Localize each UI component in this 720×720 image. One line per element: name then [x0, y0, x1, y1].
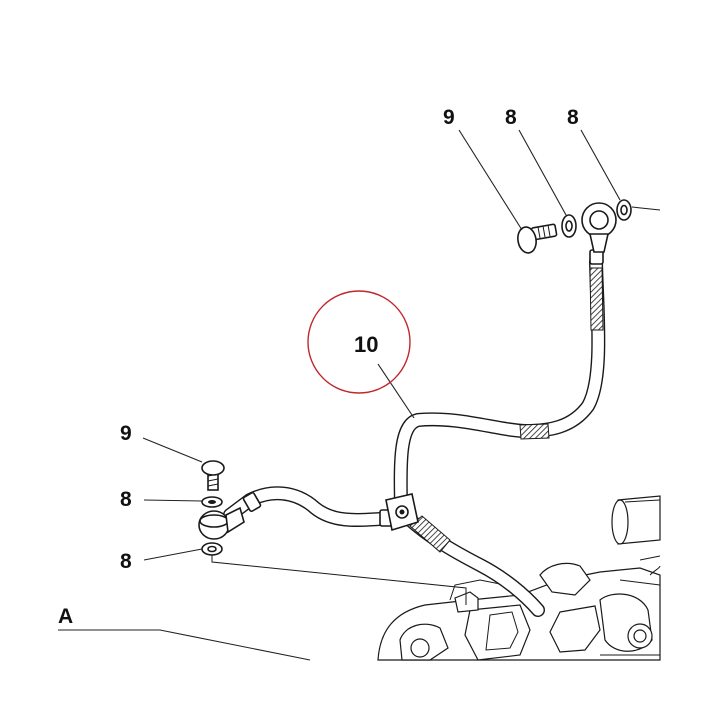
leader-bolt-top: [458, 129, 523, 231]
washer-left-upper: [201, 496, 223, 508]
callout-washer-top-left: 8: [505, 106, 517, 129]
engine-block: [377, 495, 661, 661]
bolt-top: [517, 223, 558, 254]
washer-top-right: [616, 199, 632, 221]
pipe-upper-section: [393, 255, 606, 512]
view-a-line: [58, 629, 311, 661]
washer-left-lower: [201, 542, 223, 556]
reference-line: [211, 555, 467, 605]
callout-pipe: 10: [354, 332, 378, 357]
leader-washer-left-upper: [143, 499, 203, 502]
pipe-clamp: [385, 493, 419, 532]
bolt-left: [201, 460, 225, 491]
leader-washer-top-right: [580, 129, 621, 201]
callout-washer-top-right: 8: [567, 106, 579, 129]
callout-washer-left-upper: 8: [120, 488, 132, 511]
leader-washer-top-left: [518, 129, 567, 216]
callout-bolt-left: 9: [120, 422, 132, 445]
highlight-circle: [307, 290, 411, 394]
callout-washer-left-lower: 8: [120, 550, 132, 573]
banjo-fitting-top: [581, 202, 617, 253]
washer-top-left: [561, 214, 577, 238]
leader-washer-left-lower: [143, 548, 203, 561]
centerline-top: [631, 206, 661, 211]
view-label-a: A: [58, 605, 73, 628]
banjo-fitting-left: [198, 506, 245, 540]
oil-pipe-assembly: [198, 202, 617, 617]
leader-bolt-left: [142, 437, 203, 463]
leader-pipe: [377, 363, 415, 419]
callout-bolt-top: 9: [443, 106, 455, 129]
